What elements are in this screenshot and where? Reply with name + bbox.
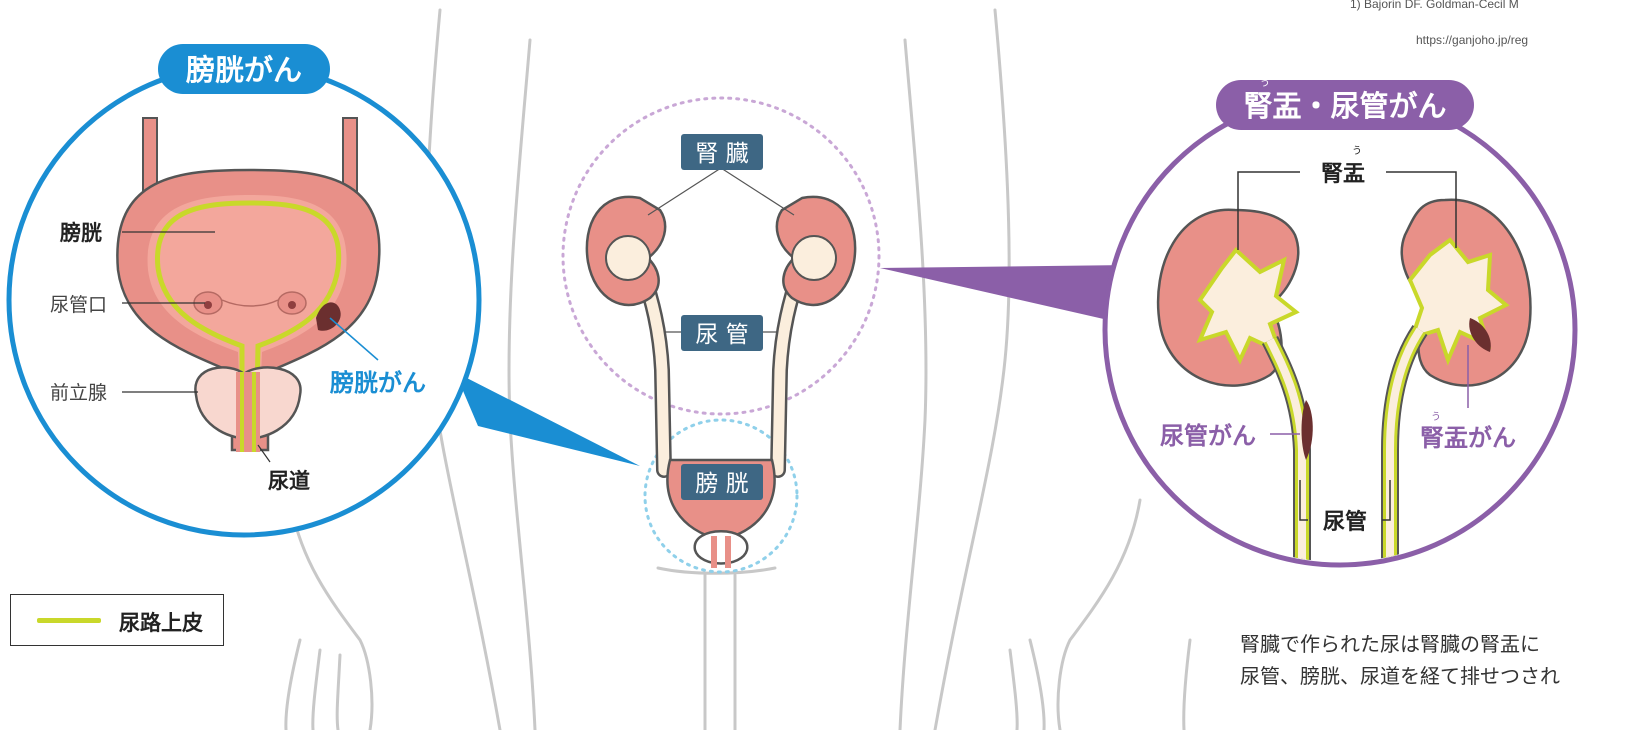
legend: 尿路上皮 <box>10 594 224 646</box>
svg-text:尿 管: 尿 管 <box>695 322 748 348</box>
reference-line-2: https://ganjoho.jp/reg <box>1416 33 1528 47</box>
label-ureteral-orifice: 尿管口 <box>50 294 107 316</box>
label-renal-pelvis-cancer: 腎盂がん <box>1420 424 1516 452</box>
renal-panel-title: 腎盂・尿管がん <box>1243 89 1446 123</box>
legend-label: 尿路上皮 <box>119 607 203 637</box>
label-ureter-cancer: 尿管がん <box>1160 422 1256 450</box>
urothelium-swatch <box>37 618 101 623</box>
renal-callout-pointer <box>880 265 1130 325</box>
svg-text:う: う <box>1260 77 1270 89</box>
svg-text:う: う <box>1352 145 1362 157</box>
label-bladder: 膀胱 <box>59 221 102 245</box>
bladder-callout-pointer <box>455 372 640 466</box>
reference-line-1: 1) Bajorin DF. Goldman-Cecil M <box>1350 0 1519 11</box>
label-bladder-cancer: 膀胱がん <box>329 369 426 397</box>
svg-text:膀 胱: 膀 胱 <box>695 471 748 497</box>
caption: 腎臓で作られた尿は腎臓の腎盂に 尿管、膀胱、尿道を経て排せつされ <box>1240 628 1560 692</box>
renal-cancer-panel: う 腎盂・尿管がん う 腎盂 尿管がん う 腎盂がん 尿管 <box>1105 77 1575 565</box>
caption-line-1: 腎臓で作られた尿は腎臓の腎盂に <box>1240 628 1560 660</box>
bladder-panel-title: 膀胱がん <box>185 53 302 87</box>
svg-text:う: う <box>1431 411 1441 423</box>
label-ureter: 尿管 <box>1323 509 1367 535</box>
svg-text:腎 臓: 腎 臓 <box>695 141 748 167</box>
caption-line-2: 尿管、膀胱、尿道を経て排せつされ <box>1240 660 1560 692</box>
bladder-label: 膀 胱 <box>681 464 763 500</box>
label-renal-pelvis: 腎盂 <box>1321 162 1365 187</box>
ureter-label: 尿 管 <box>681 315 763 351</box>
prostate-organ <box>695 531 748 563</box>
kidney-label: 腎 臓 <box>681 134 763 170</box>
center-organs: 腎 臓 尿 管 膀 胱 <box>563 98 879 572</box>
bladder-cancer-panel: 膀胱がん 膀胱 尿管口 前立腺 膀胱がん 尿道 <box>9 44 479 535</box>
label-prostate: 前立腺 <box>50 382 107 404</box>
label-urethra: 尿道 <box>268 469 310 493</box>
